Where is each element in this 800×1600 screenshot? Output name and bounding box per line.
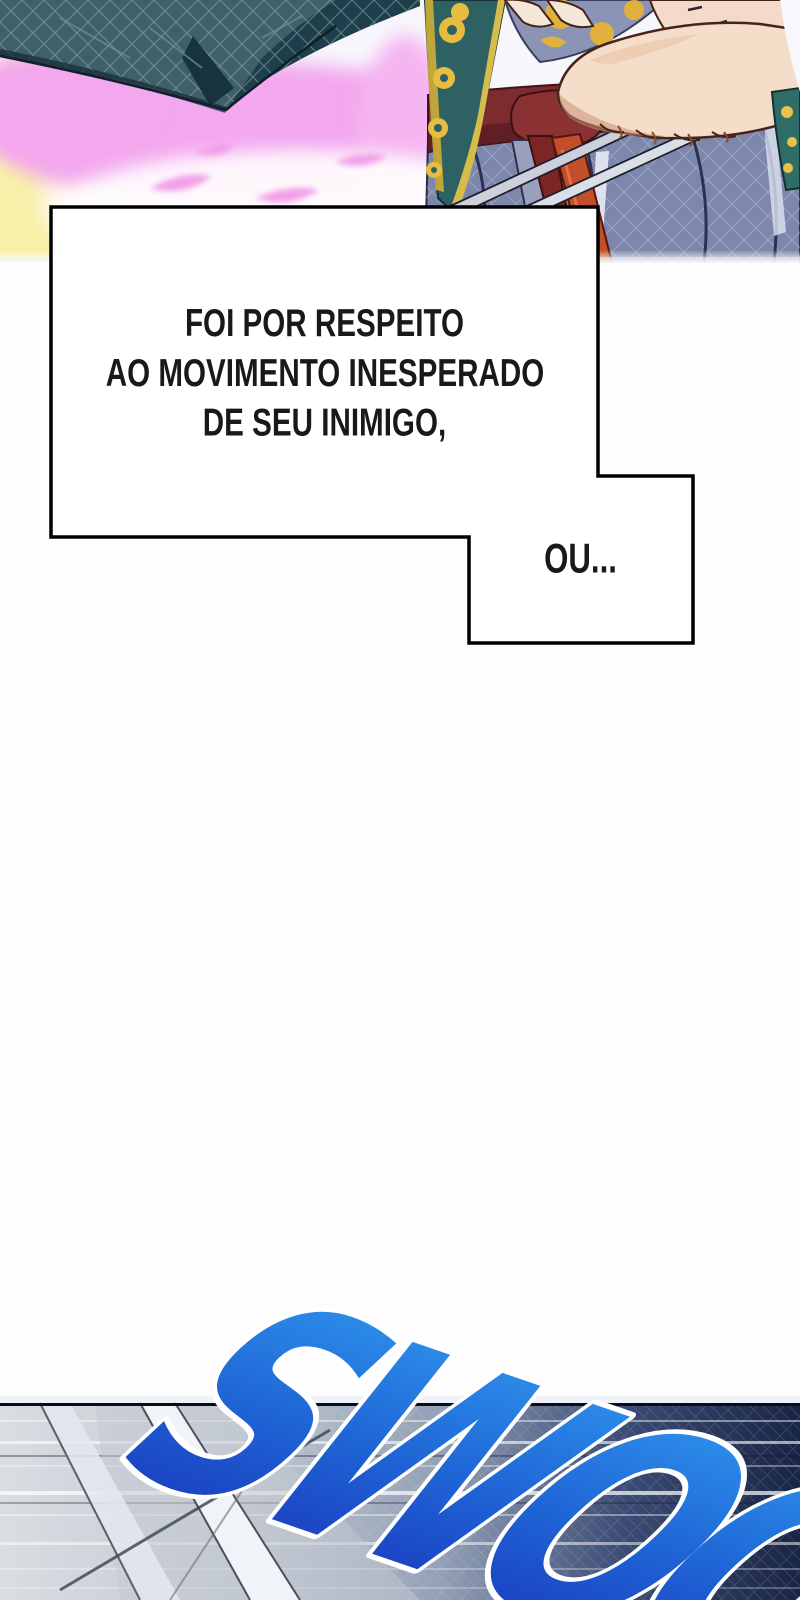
teal-sleeve [423,0,507,216]
caption-box-border [49,205,695,645]
bottom-panel: SWOOOSH [0,1247,800,1600]
teal-drape [0,0,420,113]
panel-border-line [0,1403,800,1406]
caption-box-1: FOI POR RESPEITO AO MOVIMENTO INESPERADO… [51,207,598,537]
caption-box-outline [49,205,695,645]
panel-top-glow [0,1396,800,1403]
caption-line: AO MOVIMENTO INESPERADO [105,350,545,394]
panel-dark-streaks [0,1455,800,1504]
sfx-text: SWOOOSH [42,1251,800,1600]
right-cuff [770,86,800,192]
caption-box-2: OU... [469,476,693,643]
caption-line: DE SEU INIMIGO, [202,400,447,444]
upper-hand-fingers [503,0,595,29]
caption-text-block: FOI POR RESPEITO AO MOVIMENTO INESPERADO… [105,297,545,446]
hand-at-waist [556,21,800,147]
caption-line: FOI POR RESPEITO [184,300,465,344]
sword-slash-effect [39,1402,420,1600]
caption-2-text: OU... [544,536,618,582]
